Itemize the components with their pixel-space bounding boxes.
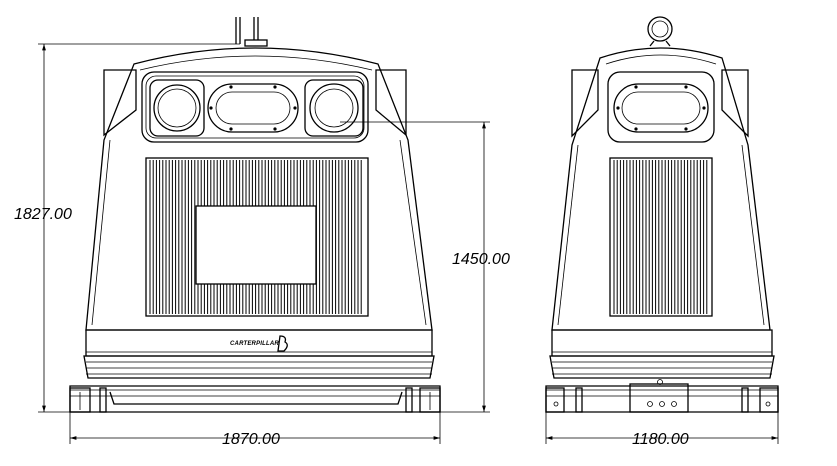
dimension-label-side-width: 1180.00 [632,431,689,448]
dimension-total-height: 1827.00 [14,43,240,413]
center-oval-opening [207,83,299,133]
side-right-wing [721,69,749,138]
front-access-panel [195,205,317,285]
side-left-wing [571,69,599,138]
canopy-body [85,47,433,331]
front-view: CARTERPILLAR [69,17,441,413]
side-base-bands [549,329,775,379]
dimension-label-front-width: 1870.00 [222,431,280,448]
side-oval-opening [613,83,709,133]
left-wing [103,69,137,137]
side-louver-grille [609,157,713,317]
left-round-opening [149,79,205,137]
dimension-label-inner-height: 1450.00 [452,251,510,268]
dimension-side-width: 1180.00 [545,412,779,448]
side-view [545,16,779,413]
exhaust-pipes [235,17,268,47]
dimension-inner-height: 1450.00 [340,121,510,413]
side-intake-panel [607,71,715,143]
lifting-eye [647,16,673,47]
intake-panel [141,71,369,143]
front-base-bands [83,329,435,379]
front-logo: CARTERPILLAR [230,335,288,352]
dimension-label-total-height: 1827.00 [14,206,72,223]
side-skid-base [545,379,779,413]
front-skid-base [69,385,441,413]
logo-text: CARTERPILLAR [230,341,279,347]
side-canopy-body [551,47,771,331]
dimension-front-width: 1870.00 [69,412,441,448]
right-round-opening [304,79,364,137]
